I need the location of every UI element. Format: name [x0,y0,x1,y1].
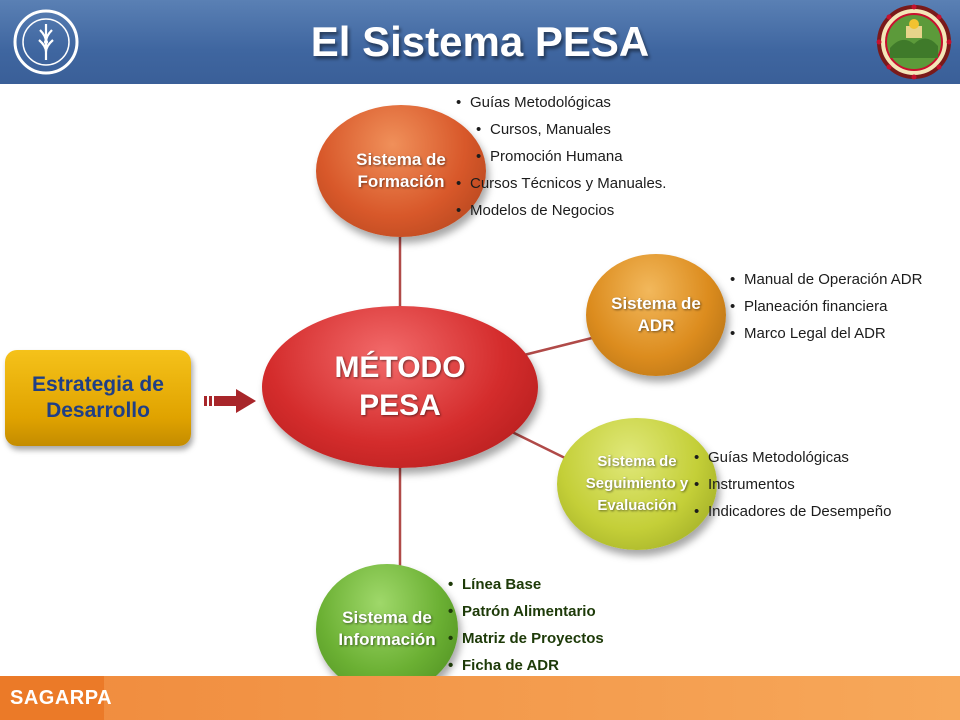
center-node-label: MÉTODO PESA [334,351,466,422]
list-item: Cursos Técnicos y Manuales. [456,174,686,194]
arrow-right-icon [204,389,256,413]
list-item: Modelos de Negocios [456,201,686,221]
informacion-items-list: Línea Base Patrón Alimentario Matriz de … [448,575,688,683]
strategy-label: Estrategia de Desarrollo [32,373,164,422]
brand-label: SAGARPA [10,687,113,709]
list-item: Manual de Operación ADR [730,270,950,290]
center-node-metodo-pesa: MÉTODO PESA [262,306,538,468]
list-item: Matriz de Proyectos [448,629,688,649]
fao-emblem-icon [13,9,79,75]
list-item: Promoción Humana [476,147,686,167]
list-item: Guías Metodológicas [456,93,686,113]
strategy-box: Estrategia de Desarrollo [5,350,191,446]
list-item: Línea Base [448,575,688,595]
state-seal-icon [876,4,952,80]
list-item: Ficha de ADR [448,656,688,676]
footer-brand-block: SAGARPA [0,676,112,720]
footer-bar: SAGARPA [0,676,960,720]
node-sistema-adr: Sistema de ADR [586,254,726,376]
node-label: Sistema de Seguimiento y Evaluación [585,453,689,514]
adr-items-list: Manual de Operación ADR Planeación finan… [730,270,950,351]
list-item: Indicadores de Desempeño [694,502,960,522]
node-sistema-informacion: Sistema de Información [316,564,458,694]
node-sistema-seguimiento: Sistema de Seguimiento y Evaluación [557,418,717,550]
list-item: Instrumentos [694,475,960,495]
list-item: Guías Metodológicas [694,448,960,468]
node-label: Sistema de Formación [356,150,446,191]
node-label: Sistema de ADR [611,294,701,335]
page-title: El Sistema PESA [310,18,650,65]
list-item: Patrón Alimentario [448,602,688,622]
list-item: Marco Legal del ADR [730,324,950,344]
node-label: Sistema de Información [338,608,436,649]
seguimiento-items-list: Guías Metodológicas Instrumentos Indicad… [694,448,960,529]
list-item: Cursos, Manuales [476,120,686,140]
list-item: Planeación financiera [730,297,950,317]
header-bar: El Sistema PESA [0,0,960,84]
formacion-items-list: Guías Metodológicas Cursos, Manuales Pro… [456,93,686,228]
